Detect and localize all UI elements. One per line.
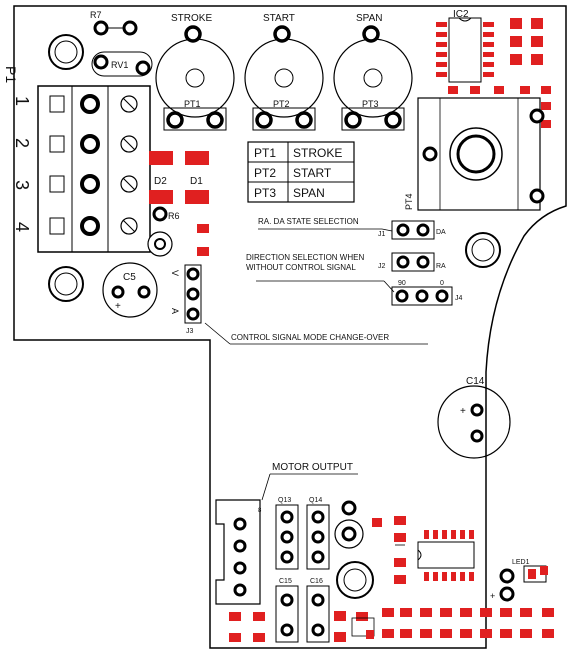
d2-pad-top xyxy=(149,151,173,165)
c5-label: C5 xyxy=(123,272,136,283)
c15-capacitor xyxy=(275,585,299,643)
smd-pad xyxy=(540,566,548,575)
c5-plus: + xyxy=(115,301,121,312)
terminal-number: 2 xyxy=(12,138,32,148)
table-cell: START xyxy=(293,166,332,180)
q14-transistor xyxy=(306,504,330,570)
table-cell: SPAN xyxy=(293,186,325,200)
smd-pad-row xyxy=(229,608,554,642)
c16-capacitor xyxy=(306,585,330,643)
d1-pad-bottom xyxy=(185,190,209,204)
ic2-outline xyxy=(448,17,482,83)
pt3-potentiometer xyxy=(333,25,413,131)
j2-label: J2 xyxy=(378,263,386,270)
stroke-label: STROKE xyxy=(171,13,212,24)
pt4-label: PT4 xyxy=(404,193,414,210)
d1-pad-top xyxy=(185,151,209,165)
resistor-pad xyxy=(341,500,357,516)
p1-row-2: 2 xyxy=(12,134,138,154)
signal-mode-annotation: CONTROL SIGNAL MODE CHANGE-OVER xyxy=(231,333,389,342)
terminal-number: 1 xyxy=(12,96,32,106)
led1-pad xyxy=(499,568,515,584)
pt1-potentiometer xyxy=(155,25,235,131)
p1-row-1: 1 xyxy=(12,94,138,114)
j4-header xyxy=(391,286,453,306)
pt2-potentiometer xyxy=(244,25,324,131)
table-cell: PT3 xyxy=(254,186,276,200)
j2-header xyxy=(391,252,435,272)
direction-annotation-line1: DIRECTION SELECTION WHEN xyxy=(246,253,364,262)
pt-function-table: PT1 STROKE PT2 START PT3 SPAN xyxy=(247,141,355,203)
c5-outline xyxy=(102,262,158,318)
mounting-hole xyxy=(48,266,84,302)
j4-90-label: 90 xyxy=(398,280,406,287)
pt3-label: PT3 xyxy=(362,99,379,109)
ic2-pads xyxy=(436,22,494,77)
rv1-outline xyxy=(91,51,153,77)
j1-header xyxy=(391,220,435,240)
q13-transistor xyxy=(275,504,299,570)
j4-0-label: 0 xyxy=(440,280,444,287)
j3-header xyxy=(184,264,202,324)
smd-pad-cluster xyxy=(372,516,406,584)
pt1-label: PT1 xyxy=(184,99,201,109)
start-label: START xyxy=(263,13,295,24)
j1-label: J1 xyxy=(378,231,386,238)
smd-pad-cluster xyxy=(448,18,551,128)
p1-label: P1 xyxy=(3,66,19,83)
pt2-label: PT2 xyxy=(273,99,290,109)
motor-output-connector xyxy=(215,499,261,605)
r6-label: R6 xyxy=(168,211,180,221)
led1-label: LED1 xyxy=(512,559,530,566)
d2-label: D2 xyxy=(154,176,167,187)
span-label: SPAN xyxy=(356,13,383,24)
smd-pad xyxy=(528,569,536,579)
da-label: DA xyxy=(436,229,446,236)
driver-ic xyxy=(417,530,475,581)
mounting-hole xyxy=(48,34,84,70)
d1-label: D1 xyxy=(190,176,203,187)
p1-row-3: 3 xyxy=(12,174,138,194)
c14-outline xyxy=(437,385,511,459)
p1-terminal-block xyxy=(37,85,151,253)
r6-pad xyxy=(152,206,168,222)
c16-label: C16 xyxy=(310,578,323,585)
smd-pad xyxy=(197,247,209,256)
r7-pad xyxy=(93,20,109,36)
p1-row-4: 4 xyxy=(12,216,138,236)
board-outline xyxy=(13,5,567,649)
ic2-label: IC2 xyxy=(453,9,469,20)
pt4-potentiometer xyxy=(417,97,545,211)
c14-plus: + xyxy=(460,406,466,417)
r7-label: R7 xyxy=(90,10,102,20)
motor-output-label: MOTOR OUTPUT xyxy=(272,462,353,473)
table-cell: STROKE xyxy=(293,146,342,160)
rv1-label: RV1 xyxy=(111,60,128,70)
j3-v-label: V xyxy=(170,270,180,276)
q13-label: Q13 xyxy=(278,497,291,504)
j3-label: J3 xyxy=(186,328,194,335)
terminal-number: 4 xyxy=(12,222,32,232)
table-cell: PT2 xyxy=(254,166,276,180)
mounting-hole xyxy=(465,232,501,268)
connector-pin-label: 8 xyxy=(258,508,262,514)
j3-a-label: A xyxy=(170,308,180,314)
d2-pad-bottom xyxy=(149,190,173,204)
table-cell: PT1 xyxy=(254,146,276,160)
state-selection-annotation: RA. DA STATE SELECTION xyxy=(258,217,359,226)
c14-label: C14 xyxy=(466,376,485,387)
direction-annotation-line2: WITHOUT CONTROL SIGNAL xyxy=(246,263,356,272)
q14-label: Q14 xyxy=(309,497,322,504)
j4-label: J4 xyxy=(455,295,463,302)
led1-plus: + xyxy=(490,591,495,601)
terminal-number: 3 xyxy=(12,180,32,190)
mounting-hole xyxy=(336,561,374,599)
c15-label: C15 xyxy=(279,578,292,585)
smd-pad xyxy=(197,224,209,233)
ra-label: RA xyxy=(436,263,446,270)
